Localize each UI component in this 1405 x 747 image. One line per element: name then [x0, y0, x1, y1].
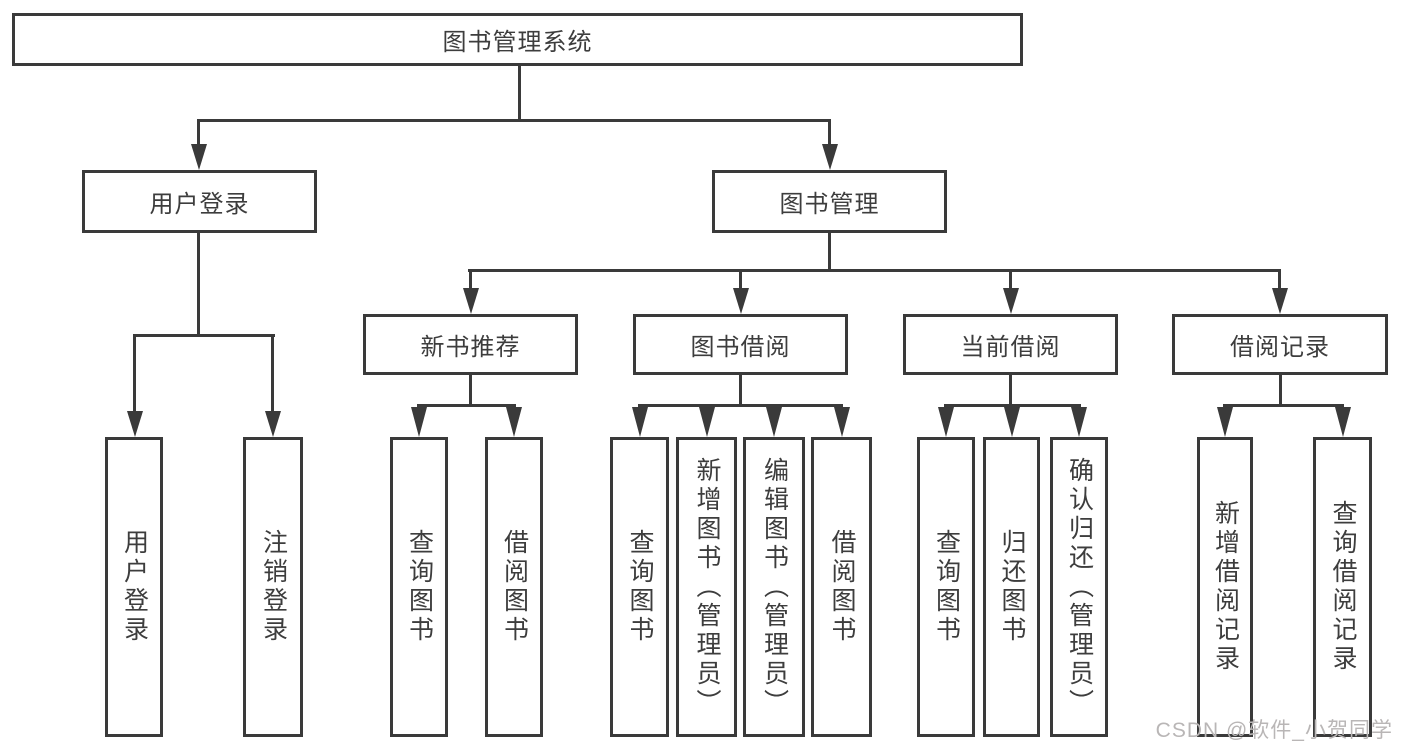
node-label: 新增图书（管理员） — [693, 456, 721, 718]
node-bb-add-books-admin: 新增图书（管理员） — [676, 437, 737, 737]
node-label: 确认归还（管理员） — [1065, 456, 1094, 718]
connector-stem — [1278, 269, 1281, 292]
connector-stem — [1009, 269, 1012, 292]
node-label: 查询借阅记录 — [1329, 500, 1357, 674]
arrow-down — [191, 144, 207, 170]
node-label: 用户登录 — [149, 191, 250, 218]
node-cb-confirm-return-admin: 确认归还（管理员） — [1050, 437, 1108, 737]
arrow-down — [822, 144, 838, 170]
connector-stem — [828, 119, 831, 147]
node-bb-query-books: 查询图书 — [610, 437, 669, 737]
connector-new-book-stub — [469, 375, 472, 406]
arrow-down — [1335, 407, 1351, 437]
connector-root-stub — [518, 66, 521, 120]
node-nb-query-books: 查询图书 — [390, 437, 448, 737]
node-label: 注销登录 — [259, 529, 288, 645]
connector-stem — [739, 269, 742, 292]
connector-current-borrow-stub — [1009, 375, 1012, 406]
connector-book-mgmt-stub — [828, 233, 831, 272]
connector-stem — [469, 269, 472, 292]
node-label: 查询图书 — [626, 529, 654, 645]
connector-b4-horizontal — [944, 404, 1081, 407]
arrow-down — [506, 407, 522, 437]
connector-stem — [197, 119, 200, 147]
node-bb-borrow-books: 借阅图书 — [811, 437, 872, 737]
connector-book-borrow-stub — [739, 375, 742, 406]
node-book-borrow: 图书借阅 — [633, 314, 848, 375]
arrow-down — [1071, 407, 1087, 437]
arrow-down — [632, 407, 648, 437]
node-cb-return-books: 归还图书 — [983, 437, 1040, 737]
watermark: CSDN @软件_小贺同学 — [1155, 719, 1393, 742]
node-label: 图书管理 — [779, 191, 880, 218]
node-label: 用户登录 — [120, 529, 149, 645]
node-current-borrow: 当前借阅 — [903, 314, 1118, 375]
arrow-down — [1272, 288, 1288, 314]
connector-b5-horizontal — [1223, 404, 1344, 407]
arrow-down — [463, 288, 479, 314]
node-br-query-record: 查询借阅记录 — [1313, 437, 1372, 737]
connector-user-login-stub — [197, 233, 200, 336]
node-label: 新书推荐 — [420, 334, 521, 361]
node-cb-query-books: 查询图书 — [917, 437, 975, 737]
node-book-management: 图书管理 — [712, 170, 947, 233]
node-bb-edit-books-admin: 编辑图书（管理员） — [743, 437, 805, 737]
node-leaf-user-login: 用户登录 — [105, 437, 163, 737]
node-label: 当前借阅 — [960, 334, 1061, 361]
arrow-down — [1217, 407, 1233, 437]
node-borrow-records: 借阅记录 — [1172, 314, 1388, 375]
node-br-add-record: 新增借阅记录 — [1197, 437, 1253, 737]
connector-stem — [133, 334, 136, 414]
arrow-down — [766, 407, 782, 437]
node-nb-borrow-books: 借阅图书 — [485, 437, 543, 737]
node-label: 查询图书 — [405, 529, 434, 645]
connector-borrow-records-stub — [1279, 375, 1282, 406]
node-label: 借阅图书 — [500, 529, 529, 645]
connector-l1-horizontal — [197, 119, 831, 122]
arrow-down — [265, 411, 281, 437]
arrow-down — [1004, 407, 1020, 437]
node-label: 查询图书 — [932, 529, 961, 645]
arrow-down — [1003, 288, 1019, 314]
node-label: 归还图书 — [998, 529, 1026, 645]
node-label: 新增借阅记录 — [1211, 500, 1240, 674]
arrow-down — [699, 407, 715, 437]
connector-b1-horizontal — [133, 334, 275, 337]
node-root-system: 图书管理系统 — [12, 13, 1023, 66]
connector-b3-horizontal — [638, 404, 843, 407]
node-new-book-recommend: 新书推荐 — [363, 314, 578, 375]
arrow-down — [127, 411, 143, 437]
node-label: 编辑图书（管理员） — [760, 456, 789, 718]
node-user-login: 用户登录 — [82, 170, 317, 233]
node-label: 借阅图书 — [828, 529, 856, 645]
arrow-down — [411, 407, 427, 437]
arrow-down — [834, 407, 850, 437]
arrow-down — [938, 407, 954, 437]
connector-b2-horizontal — [417, 404, 516, 407]
node-label: 图书借阅 — [690, 334, 791, 361]
node-label: 借阅记录 — [1230, 334, 1330, 361]
connector-l2-horizontal — [468, 269, 1281, 272]
connector-stem — [271, 334, 274, 414]
node-leaf-logout: 注销登录 — [243, 437, 303, 737]
arrow-down — [733, 288, 749, 314]
node-label: 图书管理系统 — [442, 29, 593, 56]
